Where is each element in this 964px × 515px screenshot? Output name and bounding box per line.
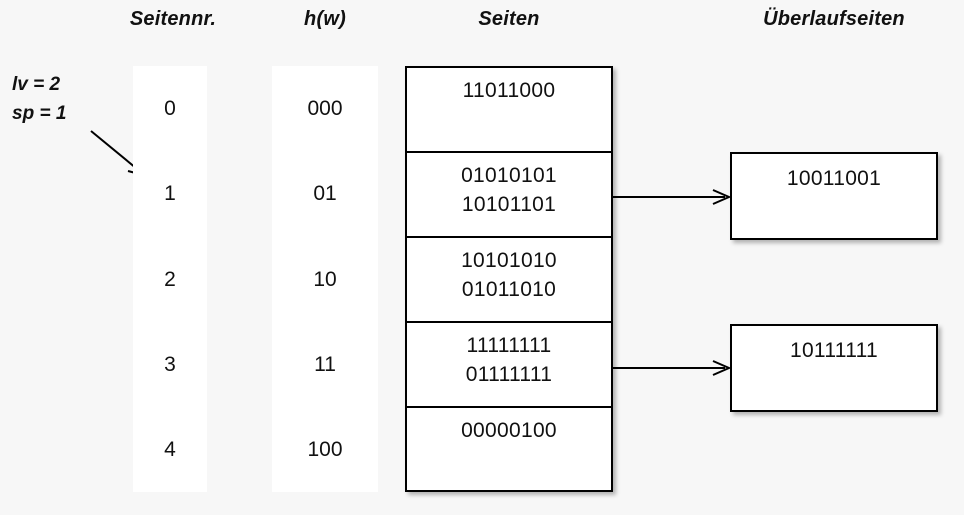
page-row: 00000100 <box>407 408 611 492</box>
hw-cell: 000 <box>307 96 343 120</box>
column-header-seitennr: Seitennr. <box>129 8 217 30</box>
seitennr-cell: 4 <box>164 437 176 461</box>
column-header-ueberlaufseiten: Überlaufseiten <box>763 8 905 30</box>
page-row: 11011000 <box>407 68 611 153</box>
parameter-lv: lv = 2 <box>12 74 61 95</box>
page-record: 10101101 <box>461 193 557 216</box>
overflow-record: 10011001 <box>786 167 882 190</box>
seitennr-cell: 2 <box>164 267 176 291</box>
page-record: 01111111 <box>465 363 553 386</box>
column-header-hw: h(w) <box>304 8 346 30</box>
page-record: 11011000 <box>462 79 556 102</box>
hw-cell: 100 <box>307 437 343 461</box>
hw-cell: 10 <box>313 267 337 291</box>
page-record: 11111111 <box>466 334 552 357</box>
parameter-annotation: lv = 2 sp = 1 <box>12 70 66 128</box>
page-row: 10101010 01011010 <box>407 238 611 323</box>
seitennr-cell: 3 <box>164 352 176 376</box>
column-hw: 000 01 10 11 100 <box>272 66 378 492</box>
overflow-page: 10111111 <box>730 324 938 412</box>
hw-cell: 01 <box>313 181 337 205</box>
page-record: 00000100 <box>461 419 557 442</box>
parameter-sp: sp = 1 <box>12 103 67 124</box>
page-row: 01010101 10101101 <box>407 153 611 238</box>
overflow-connector-arrow-icon <box>611 189 732 205</box>
column-header-seiten: Seiten <box>478 8 540 30</box>
seitennr-cell: 0 <box>164 96 176 120</box>
column-seitennr: 0 1 2 3 4 <box>133 66 207 492</box>
pages-table: 11011000 01010101 10101101 10101010 0101… <box>405 66 613 492</box>
overflow-page: 10011001 <box>730 152 938 240</box>
page-record: 01011010 <box>461 278 557 301</box>
page-record: 10101010 <box>461 249 557 272</box>
overflow-connector-arrow-icon <box>611 360 732 376</box>
hw-cell: 11 <box>314 352 336 376</box>
overflow-record: 10111111 <box>789 339 879 362</box>
seitennr-cell: 1 <box>164 181 176 205</box>
page-record: 01010101 <box>461 164 557 187</box>
page-row: 11111111 01111111 <box>407 323 611 408</box>
